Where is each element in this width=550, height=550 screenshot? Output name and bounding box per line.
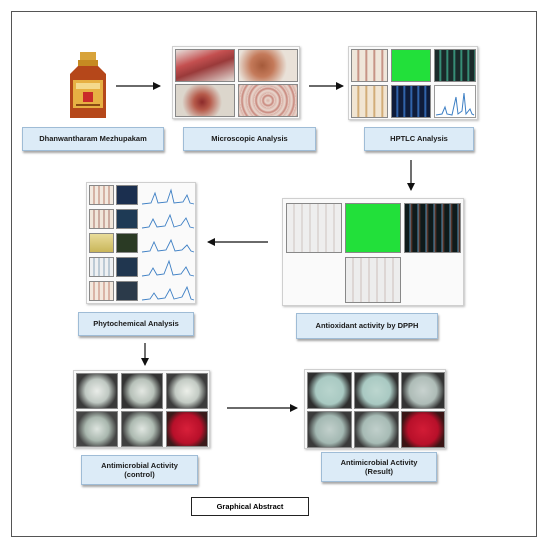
petri-dish-image <box>307 372 352 409</box>
tlc-plate-image <box>345 203 401 253</box>
antimicrobial-control-panel <box>73 370 210 448</box>
petri-dish-image <box>121 411 163 447</box>
petri-dish-image <box>307 411 352 448</box>
antioxidant-panel <box>282 198 464 306</box>
hptlc-panel <box>348 46 478 120</box>
petri-dish-image <box>354 411 399 448</box>
microscopy-panel <box>172 46 300 119</box>
tlc-plate-image <box>286 203 342 253</box>
node-antioxidant: Antioxidant activity by DPPH <box>296 313 438 339</box>
petri-dish-image <box>354 372 399 409</box>
node-phytochemical: Phytochemical Analysis <box>78 312 194 336</box>
caption-graphical-abstract: Graphical Abstract <box>191 497 309 516</box>
bottle-image <box>70 52 106 118</box>
phytochemical-panel <box>86 182 196 304</box>
tlc-plate-image <box>351 49 388 82</box>
petri-dish-image <box>121 373 163 409</box>
petri-dish-image <box>401 372 445 409</box>
petri-dish-image <box>76 373 118 409</box>
microscopy-image <box>175 84 235 117</box>
petri-dish-image <box>166 411 208 447</box>
node-antimicrobial-control: Antimicrobial Activity (control) <box>81 455 198 485</box>
tlc-plate-image <box>404 203 461 253</box>
outer-frame <box>11 11 537 537</box>
microscopy-image <box>238 84 298 117</box>
petri-dish-image <box>166 373 208 409</box>
node-antimicrobial-result: Antimicrobial Activity (Result) <box>321 452 437 482</box>
node-product: Dhanwantharam Mezhupakam <box>22 127 164 151</box>
petri-dish-image <box>76 411 118 447</box>
tlc-plate-image <box>345 257 401 303</box>
tlc-plate-image <box>391 85 431 118</box>
microscopy-image <box>238 49 298 82</box>
tlc-plate-image <box>391 49 431 82</box>
node-hptlc: HPTLC Analysis <box>364 127 474 151</box>
node-microscopic: Microscopic Analysis <box>183 127 316 151</box>
antimicrobial-result-panel <box>304 369 446 449</box>
tlc-plate-image <box>434 49 476 82</box>
tlc-plate-image <box>351 85 388 118</box>
petri-dish-image <box>401 411 445 448</box>
densitogram-chart <box>434 85 476 118</box>
microscopy-image <box>175 49 235 82</box>
